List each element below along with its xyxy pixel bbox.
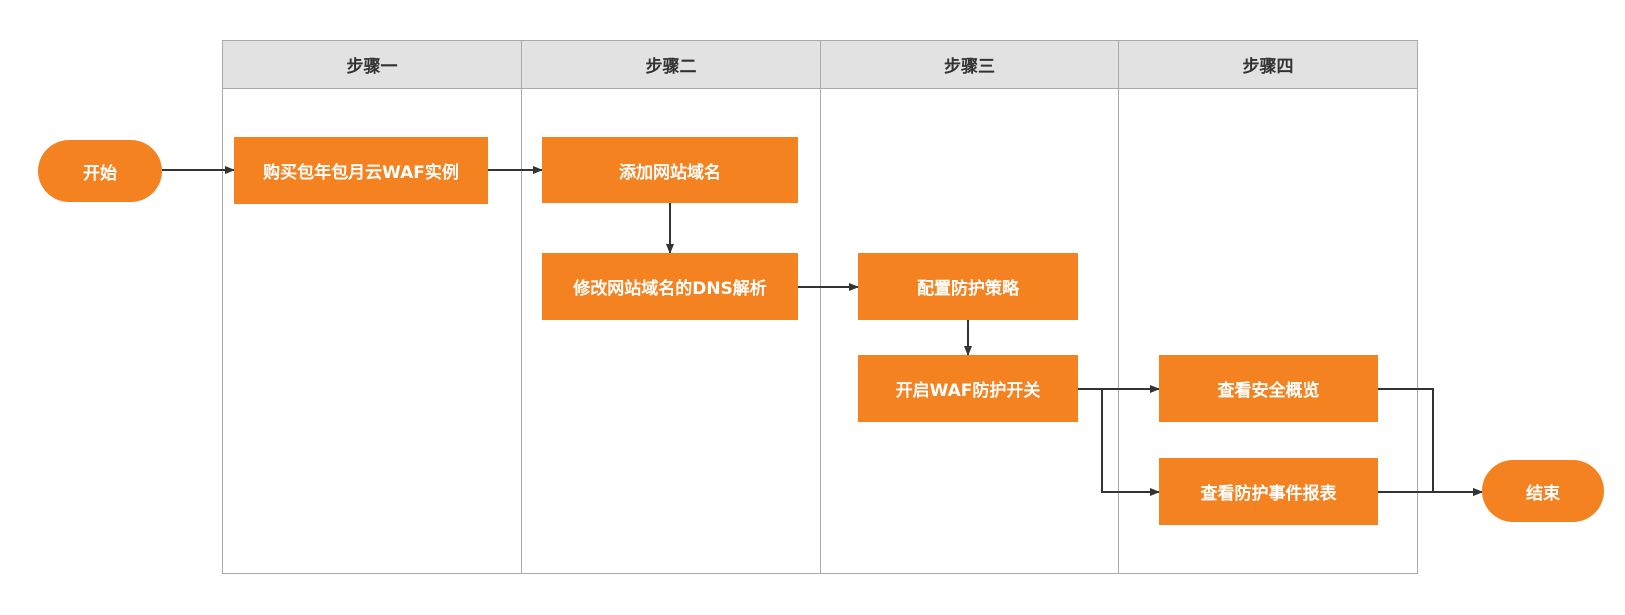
buy-waf-instance-step: 购买包年包月云WAF实例 <box>234 137 488 204</box>
lane-header-step-4: 步骤四 <box>1119 41 1417 89</box>
lane-header-step-1: 步骤一 <box>223 41 521 89</box>
arrow-switch-to-report <box>1101 389 1160 496</box>
config-policy-step: 配置防护策略 <box>858 253 1078 320</box>
lane-header-step-2: 步骤二 <box>522 41 820 89</box>
start-terminal: 开始 <box>38 140 162 202</box>
lane-step-2: 步骤二 <box>522 41 821 573</box>
view-report-step: 查看防护事件报表 <box>1159 458 1378 525</box>
add-domain-step: 添加网站域名 <box>542 137 798 203</box>
end-terminal: 结束 <box>1482 460 1604 522</box>
modify-dns-step: 修改网站域名的DNS解析 <box>542 253 798 320</box>
lane-step-3: 步骤三 <box>821 41 1119 573</box>
arrow-overview-to-end <box>1378 388 1483 496</box>
view-overview-step: 查看安全概览 <box>1159 355 1378 422</box>
lane-header-step-3: 步骤三 <box>821 41 1118 89</box>
lane-step-1: 步骤一 <box>223 41 522 573</box>
enable-switch-step: 开启WAF防护开关 <box>858 355 1078 422</box>
swimlane-table: 步骤一 步骤二 步骤三 步骤四 <box>222 40 1418 574</box>
lane-step-4: 步骤四 <box>1119 41 1417 573</box>
